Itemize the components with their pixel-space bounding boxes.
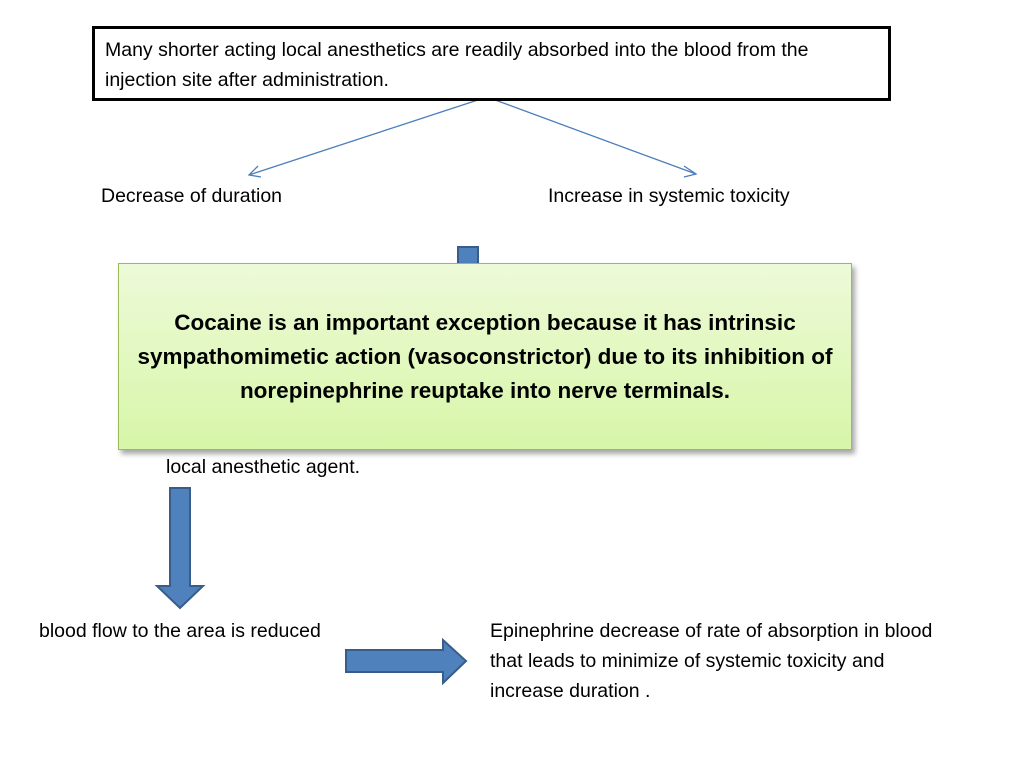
top-box: Many shorter acting local anesthetics ar… xyxy=(92,26,891,101)
cocaine-exception-box: Cocaine is an important exception becaus… xyxy=(118,263,852,450)
connector-left-arrowhead xyxy=(247,165,262,178)
connector-right xyxy=(486,96,697,175)
right-arrow-bottom xyxy=(345,637,468,686)
top-box-text: Many shorter acting local anesthetics ar… xyxy=(105,39,809,91)
partial-text: local anesthetic agent. xyxy=(166,456,361,478)
branch-left-label: Decrease of duration xyxy=(101,185,283,207)
bottom-right-text: Epinephrine decrease of rate of absorpti… xyxy=(490,620,933,702)
connector-left xyxy=(248,96,488,176)
down-arrow-left xyxy=(154,487,206,610)
connector-right-arrowhead xyxy=(683,165,698,178)
branch-right-label: Increase in systemic toxicity xyxy=(548,185,790,207)
branch-connectors xyxy=(247,96,698,178)
cocaine-exception-text: Cocaine is an important exception becaus… xyxy=(137,309,833,403)
bottom-left-text: blood flow to the area is reduced xyxy=(39,620,321,642)
